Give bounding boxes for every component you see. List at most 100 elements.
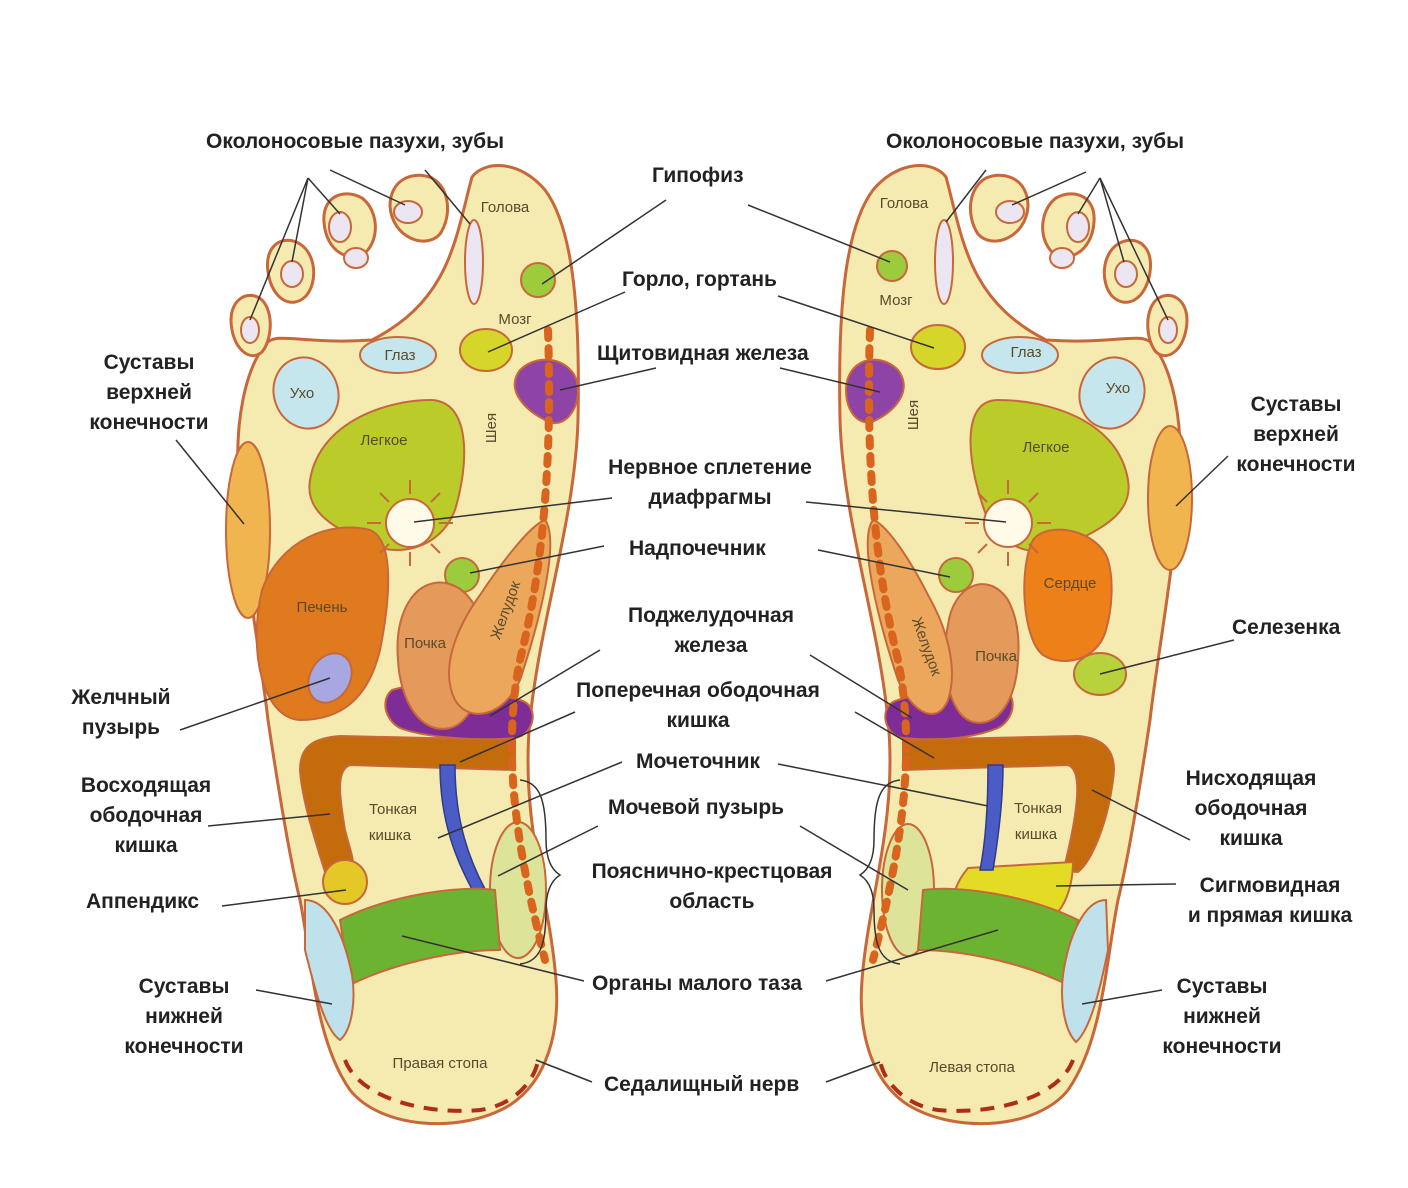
right-lung-text: Легкое (360, 432, 407, 449)
label-sigmoid-line1: Сигмовидная (1199, 874, 1341, 897)
right-neck-text: Шея (483, 413, 500, 443)
left-sinus-2 (995, 200, 1025, 224)
label-pancreas: Поджелудочная железа (608, 601, 814, 661)
right-eye-text: Глаз (384, 347, 415, 364)
label-solar-plexus: Нервное сплетение диафрагмы (597, 453, 823, 513)
right-brain-text: Мозг (498, 311, 532, 328)
right-sinus-3 (328, 211, 352, 243)
label-upper-joints-left: Суставы верхней конечности (1226, 390, 1366, 480)
left-brain-text: Мозг (879, 292, 913, 309)
left-ear-text: Ухо (1106, 380, 1131, 397)
left-ureter-zone (979, 764, 1004, 871)
right-pelvic-zone (338, 887, 502, 987)
label-sinuses-left: Околоносовые пазухи, зубы (886, 130, 1185, 153)
left-eye-zone (981, 336, 1059, 374)
label-upper-joints-right: Суставы верхней конечности (82, 348, 216, 438)
right-ear-zone (272, 356, 340, 430)
right-pituitary-zone (520, 262, 556, 298)
label-pituitary: Гипофиз (652, 164, 744, 187)
label-gallbladder-line2: пузырь (81, 716, 161, 739)
right-sinus-1 (464, 219, 484, 305)
right-eye-zone (359, 336, 437, 374)
left-upper-joint-zone (1147, 425, 1193, 571)
left-spine-line (864, 326, 911, 964)
left-small-intestine-text-2: кишка (1015, 826, 1058, 843)
right-small-intestine-text-2: кишка (369, 827, 412, 844)
left-lung-text: Легкое (1022, 439, 1069, 456)
left-pelvic-zone (916, 887, 1080, 987)
left-heart-text: Сердце (1044, 575, 1097, 592)
label-upper-joints-right-line1: Суставы (103, 351, 195, 374)
right-foot-caption: Правая стопа (393, 1055, 489, 1072)
label-lower-joints-right-line3: конечности (124, 1035, 244, 1058)
right-sinus-2 (393, 200, 423, 224)
label-pancreas-line2: железа (674, 634, 748, 657)
label-sigmoid-line2: и прямая кишка (1187, 904, 1353, 927)
label-descending-colon: Нисходящая ободочная кишка (1172, 764, 1330, 854)
label-ascending-colon: Восходящая ободочная кишка (70, 771, 222, 861)
label-bladder: Мочевой пузырь (608, 796, 785, 819)
label-descending-colon-line2: ободочная (1194, 797, 1308, 820)
label-transverse-colon: Поперечная ободочная кишка (573, 676, 823, 736)
label-ureter: Мочеточник (636, 750, 761, 773)
left-foot-caption: Левая стопа (929, 1059, 1015, 1076)
right-small-intestine-text-1: Тонкая (369, 801, 417, 818)
label-descending-colon-line1: Нисходящая (1185, 767, 1317, 790)
left-head-text: Голова (880, 195, 929, 212)
label-gallbladder: Желчный пузырь (66, 683, 176, 743)
left-sinus-sm (1049, 247, 1075, 269)
label-lumbosacral-line1: Пояснично-крестцовая (591, 860, 833, 883)
label-pancreas-line1: Поджелудочная (628, 604, 794, 627)
right-sinus-4 (280, 260, 304, 288)
right-appendix-zone (322, 859, 368, 905)
right-stomach-zone (448, 518, 552, 715)
left-ear-zone (1078, 356, 1146, 430)
left-kidney-text: Почка (975, 648, 1018, 665)
left-sinus-4 (1114, 260, 1138, 288)
left-colon-zone (902, 734, 1115, 874)
right-foot: Голова Мозг Глаз Ухо Шея Легкое Печень П… (225, 164, 580, 1126)
label-upper-joints-right-line2: верхней (106, 381, 192, 404)
left-pituitary-zone (876, 250, 908, 282)
left-sinus-3 (1066, 211, 1090, 243)
label-descending-colon-line3: кишка (1219, 827, 1283, 850)
label-adrenal: Надпочечник (629, 537, 766, 560)
left-solar-plexus (965, 480, 1051, 566)
left-stomach-zone (866, 518, 953, 715)
label-upper-joints-left-line3: конечности (1236, 453, 1356, 476)
label-lower-joints-left: Суставы нижней конечности (1152, 972, 1292, 1062)
label-lower-joints-right: Суставы нижней конечности (114, 972, 254, 1062)
label-lower-joints-left-line2: нижней (1183, 1005, 1261, 1028)
label-upper-joints-left-line1: Суставы (1250, 393, 1342, 416)
label-throat: Горло, гортань (622, 268, 777, 291)
label-transverse-colon-line2: кишка (666, 709, 730, 732)
left-foot: Голова Мозг Глаз Ухо Шея Легкое Сердце П… (838, 164, 1193, 1126)
left-sinus-5 (1158, 316, 1178, 344)
right-throat-zone (459, 328, 513, 372)
label-gallbladder-line1: Желчный (71, 686, 171, 709)
right-lower-joint-zone (304, 898, 355, 1042)
left-lumbosacral-brace (858, 779, 901, 965)
label-lower-joints-right-line1: Суставы (138, 975, 230, 998)
label-lower-joints-left-line1: Суставы (1176, 975, 1268, 998)
label-lower-joints-right-line2: нижней (145, 1005, 223, 1028)
right-upper-joint-zone (225, 441, 271, 619)
right-ear-text: Ухо (290, 385, 315, 402)
left-small-intestine-text-1: Тонкая (1014, 800, 1062, 817)
label-ascending-colon-line1: Восходящая (80, 774, 212, 797)
label-thyroid: Щитовидная железа (597, 342, 809, 365)
leader-lines (175, 169, 1235, 1083)
label-ascending-colon-line2: ободочная (89, 804, 203, 827)
label-lower-joints-left-line3: конечности (1162, 1035, 1282, 1058)
left-kidney-zone (944, 583, 1020, 724)
left-neck-text: Шея (905, 400, 922, 430)
label-upper-joints-left-line2: верхней (1253, 423, 1339, 446)
label-transverse-colon-line1: Поперечная ободочная (576, 679, 820, 702)
label-lumbosacral: Пояснично-крестцовая область (578, 857, 846, 917)
label-spleen: Селезенка (1232, 616, 1341, 639)
left-sciatic-nerve (878, 1059, 1075, 1113)
right-liver-text: Печень (297, 599, 348, 616)
right-kidney-text: Почка (404, 635, 447, 652)
